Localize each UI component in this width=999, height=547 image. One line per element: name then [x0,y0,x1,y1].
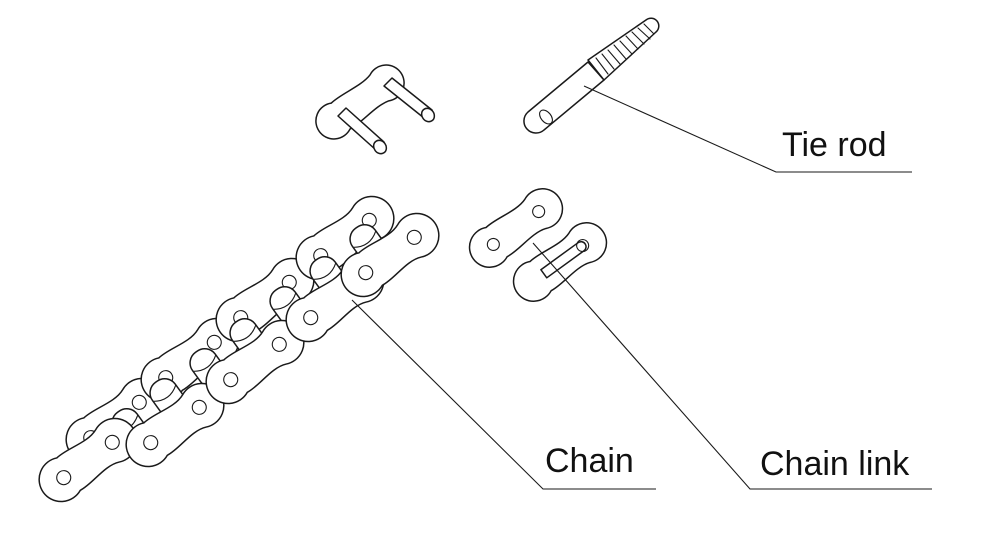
tie-rod-thread [589,23,655,79]
chain-assembly [29,187,449,511]
leader-lines [351,85,932,490]
chain-front-plates [29,204,449,511]
chain-link-leader [532,242,932,490]
chain-label: Chain [545,442,634,480]
chain-link-label: Chain link [760,445,910,483]
tie-rod-part [523,17,660,134]
tie-rod-leader [583,85,912,173]
connecting-plate-with-pins [315,64,436,155]
chain-link-part [468,188,608,302]
chain-leader [351,299,656,490]
tie-rod-label: Tie rod [782,126,887,164]
